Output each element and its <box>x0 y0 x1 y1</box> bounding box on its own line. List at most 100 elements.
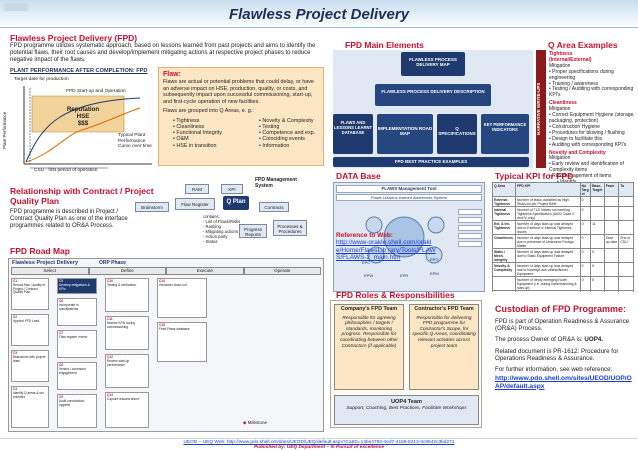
db-label: EPC <box>362 260 371 265</box>
table-cell <box>590 234 605 249</box>
reference-link[interactable]: http://www-orakle.shell.com/orakle/Home/… <box>336 239 436 262</box>
db-side-button[interactable] <box>458 225 482 231</box>
table-header: From <box>603 182 620 197</box>
flaw-lists: Tightness Cleanliness Functional Integri… <box>159 118 323 149</box>
rep-line-3: $$$ <box>77 120 89 127</box>
table-cell: Number of TLD Valves not meeting Tightne… <box>514 206 581 221</box>
contractor-team-title: Contractor's FPD Team <box>414 306 474 312</box>
table-cell: Static / Mech. Integrity <box>492 248 516 263</box>
brainstorm-box: Brainstorm <box>135 202 169 212</box>
custodian-p2: The process Owner of OR&A is: UOP4. <box>495 336 635 343</box>
list-item: • Correct Equipment Hygiene (storage, pa… <box>549 112 635 124</box>
flaw-list-2: Novelty & Complexity Testing Competence … <box>259 118 315 149</box>
table-cell: 0 <box>579 220 592 235</box>
card-id: C12 <box>107 355 113 359</box>
table-cell <box>603 276 620 291</box>
tightness-title: Tightness <box>549 51 573 57</box>
table-cell <box>618 206 634 221</box>
qplan-diagram: RAM KPI FPD Management System Brainstorm… <box>135 177 315 254</box>
table-cell: 5 <box>590 248 605 263</box>
company-team-box: Company's FPD Team Responsible for agree… <box>334 304 404 390</box>
card-id: C3 <box>13 351 18 355</box>
q-area-heading: Q Area Examples <box>548 40 618 50</box>
tightness-mitigation: Mitigation <box>549 62 571 69</box>
list-item: Tightness <box>173 118 245 124</box>
list-item: • Testing / Auditing with corresponding … <box>549 86 634 99</box>
card-text: Incorporate in specifications <box>59 302 79 311</box>
uop4-team-box: UOP4 Team Support, Coaching, Best Practi… <box>334 395 479 425</box>
target-date-label: Target date for production <box>14 77 69 82</box>
narrative-bar: NARRATIVE WRITE-UPS <box>536 50 546 168</box>
roadmap-heading: FPD Road Map <box>10 246 70 256</box>
db-side-button[interactable] <box>458 209 482 215</box>
db-label: EPO <box>430 257 439 262</box>
card-text: Flaw register review <box>59 334 88 339</box>
kpi-box: KEY PERFORMANCE INDICATORS <box>481 114 529 154</box>
milestone-icon: ◆ <box>243 420 247 425</box>
db-side-buttons <box>458 209 482 279</box>
rep-line-1: Reputation <box>66 106 100 113</box>
page-header: Flawless Project Delivery <box>0 0 638 28</box>
db-side-button[interactable] <box>458 241 482 247</box>
fpd-paragraph: FPD programme utilizes systematic approa… <box>10 43 316 63</box>
table-cell: Internal Tightness <box>492 206 516 221</box>
table-header: To <box>618 182 634 197</box>
main-elements-heading: FPD Main Elements <box>345 40 424 50</box>
company-team-title: Company's FPD Team <box>340 306 398 312</box>
phase-define: Define <box>88 267 166 275</box>
card-text: Review start-up performance <box>107 358 130 367</box>
table-header-row: Q Area FPD KPI No Targ et Base- Target F… <box>492 182 634 197</box>
fpd-heading: Flawless Project Delivery (FPD) <box>10 33 138 43</box>
db-side-button[interactable] <box>458 233 482 239</box>
table-cell: 5 <box>590 276 605 291</box>
list-item: Novelty & Complexity <box>259 118 315 124</box>
list-item-text: Correct Equipment Hygiene (storage, pack… <box>549 112 635 124</box>
ram-box: RAM <box>185 184 209 194</box>
roles-heading: FPD Roles & Responsibilities <box>336 290 455 300</box>
list-item: • Early review and identification of Com… <box>549 161 624 174</box>
table-cell <box>618 290 634 292</box>
list-item: Testing <box>259 124 315 130</box>
db-side-button[interactable] <box>458 217 482 223</box>
table-cell <box>590 206 605 221</box>
database-network-graphic <box>365 216 445 264</box>
list-item: O&M <box>173 136 245 142</box>
card-text: Capture lessons learnt <box>107 396 139 401</box>
card-id: C8 <box>59 363 64 367</box>
reference-label: Reference to Web: <box>336 232 393 239</box>
qplan-contains: contains: - List of Flaws/Risks - Rankin… <box>203 214 243 244</box>
list-item: Information <box>259 143 315 149</box>
phase-select: Select <box>11 267 89 275</box>
table-cell <box>603 206 620 221</box>
table-cell: 0 <box>579 234 592 249</box>
custodian-p1: FPD is part of Operation Readiness & Ass… <box>495 318 630 333</box>
card-text: Feed Flaws database <box>159 326 190 331</box>
list-item: Functional Integrity <box>173 130 245 136</box>
card-text: Monitor KPIs during commissioning <box>107 320 135 329</box>
custodian-link[interactable]: http://www.pdo.shell.om/sites/UEOD/UOP/O… <box>495 375 632 390</box>
database-node <box>367 246 385 264</box>
table-cell: 0 <box>579 206 592 221</box>
q-specifications-box: Q SPECIFICATIONS <box>437 114 477 154</box>
rep-line-2: HSE <box>76 113 90 120</box>
table-cell <box>618 196 634 207</box>
roles-diagram: Company's FPD Team Responsible for agree… <box>330 300 482 428</box>
custodian-content: FPD is part of Operation Readiness & Ass… <box>495 318 635 390</box>
footer-link[interactable]: UEOD – UEQ Web: http://www.pdo.shell.om/… <box>183 440 455 445</box>
milestone-legend: ◆ Milestone <box>243 420 267 426</box>
list-item: • Auditing with corresponding KPI's <box>549 141 627 148</box>
uop4-team-text: Support, Coaching, Best Practices, Facil… <box>346 405 467 411</box>
list-item: • Risk management of items <box>549 173 612 180</box>
table-cell: Ext. & Int. Tightness <box>492 220 516 235</box>
contains-line: - Mitigating actions <box>203 229 238 234</box>
list-item-text: Early review and identification of Compl… <box>549 161 624 174</box>
card-id: C2 <box>13 315 18 319</box>
list-item: • Procedures for blowing / flushing <box>549 129 625 136</box>
